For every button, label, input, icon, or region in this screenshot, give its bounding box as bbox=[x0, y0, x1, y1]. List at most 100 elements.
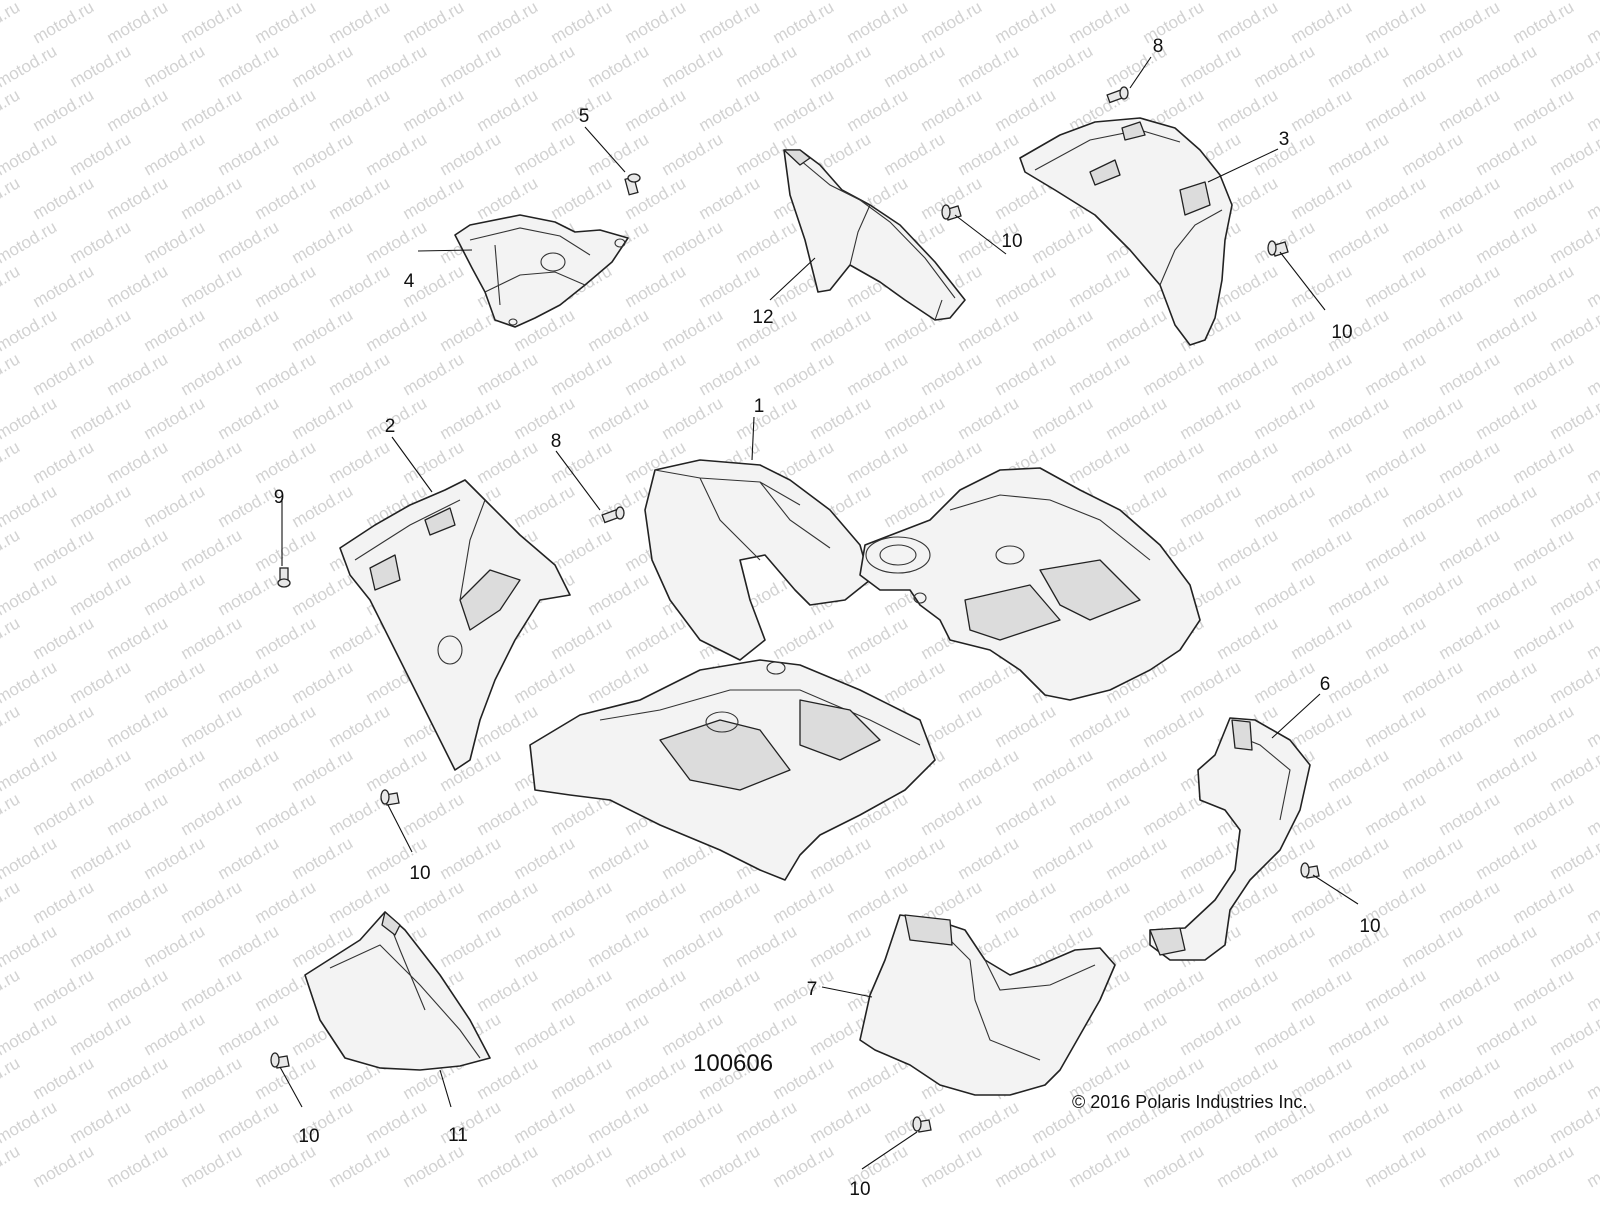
watermark-text: motod.ru bbox=[1325, 833, 1393, 883]
watermark-text: motod.ru bbox=[1029, 745, 1097, 795]
watermark-text: motod.ru bbox=[807, 833, 875, 883]
watermark-text: motod.ru bbox=[363, 745, 431, 795]
watermark-text: motod.ru bbox=[881, 657, 949, 707]
watermark-text: motod.ru bbox=[807, 305, 875, 355]
watermark-text: motod.ru bbox=[1436, 965, 1504, 1015]
watermark-text: motod.ru bbox=[955, 833, 1023, 883]
watermark-text: motod.ru bbox=[585, 393, 653, 443]
watermark-text: motod.ru bbox=[30, 525, 98, 575]
watermark-text: motod.ru bbox=[67, 657, 135, 707]
watermark-text: motod.ru bbox=[178, 261, 246, 311]
watermark-text: motod.ru bbox=[992, 261, 1060, 311]
watermark-text: motod.ru bbox=[585, 129, 653, 179]
watermark-text: motod.ru bbox=[289, 657, 357, 707]
watermark-text: motod.ru bbox=[30, 789, 98, 839]
watermark-text: motod.ru bbox=[1251, 1009, 1319, 1059]
watermark-text: motod.ru bbox=[1473, 481, 1541, 531]
watermark-text: motod.ru bbox=[1251, 921, 1319, 971]
watermark-text: motod.ru bbox=[1547, 305, 1600, 355]
watermark-text: motod.ru bbox=[67, 1009, 135, 1059]
watermark-text: motod.ru bbox=[1473, 305, 1541, 355]
watermark-text: motod.ru bbox=[252, 613, 320, 663]
watermark-text: motod.ru bbox=[0, 261, 23, 311]
watermark-text: motod.ru bbox=[1547, 921, 1600, 971]
watermark-text: motod.ru bbox=[844, 349, 912, 399]
callout-5: 5 bbox=[579, 106, 590, 127]
watermark-text: motod.ru bbox=[955, 745, 1023, 795]
watermark-text: motod.ru bbox=[1436, 349, 1504, 399]
watermark-text: motod.ru bbox=[289, 129, 357, 179]
watermark-text: motod.ru bbox=[215, 481, 283, 531]
watermark-text: motod.ru bbox=[1066, 877, 1134, 927]
watermark-text: motod.ru bbox=[400, 349, 468, 399]
watermark-text: motod.ru bbox=[659, 129, 727, 179]
watermark-text: motod.ru bbox=[955, 41, 1023, 91]
watermark-text: motod.ru bbox=[67, 745, 135, 795]
watermark-text: motod.ru bbox=[1436, 261, 1504, 311]
watermark-text: motod.ru bbox=[1362, 349, 1430, 399]
watermark-text: motod.ru bbox=[770, 0, 838, 47]
watermark-text: motod.ru bbox=[1362, 437, 1430, 487]
watermark-text: motod.ru bbox=[252, 877, 320, 927]
watermark-text: motod.ru bbox=[1288, 85, 1356, 135]
watermark-text: motod.ru bbox=[30, 613, 98, 663]
watermark-text: motod.ru bbox=[585, 1009, 653, 1059]
part-4-housing bbox=[455, 215, 628, 327]
callout-12: 12 bbox=[752, 307, 773, 328]
watermark-text: motod.ru bbox=[1547, 833, 1600, 883]
watermark-text: motod.ru bbox=[622, 261, 690, 311]
watermark-text: motod.ru bbox=[474, 1053, 542, 1103]
watermark-text: motod.ru bbox=[215, 745, 283, 795]
watermark-text: motod.ru bbox=[511, 129, 579, 179]
watermark-text: motod.ru bbox=[548, 525, 616, 575]
watermark-text: motod.ru bbox=[548, 173, 616, 223]
watermark-text: motod.ru bbox=[1066, 437, 1134, 487]
watermark-text: motod.ru bbox=[1288, 349, 1356, 399]
watermark-text: motod.ru bbox=[1325, 569, 1393, 619]
watermark-text: motod.ru bbox=[104, 173, 172, 223]
watermark-text: motod.ru bbox=[1103, 1009, 1171, 1059]
watermark-text: motod.ru bbox=[511, 41, 579, 91]
watermark-text: motod.ru bbox=[918, 0, 986, 47]
watermark-text: motod.ru bbox=[1214, 85, 1282, 135]
watermark-text: motod.ru bbox=[1214, 349, 1282, 399]
watermark-text: motod.ru bbox=[1399, 1009, 1467, 1059]
watermark-text: motod.ru bbox=[1288, 1141, 1356, 1191]
watermark-text: motod.ru bbox=[400, 85, 468, 135]
watermark-text: motod.ru bbox=[400, 1141, 468, 1191]
watermark-text: motod.ru bbox=[178, 789, 246, 839]
watermark-text: motod.ru bbox=[1399, 41, 1467, 91]
watermark-text: motod.ru bbox=[104, 1141, 172, 1191]
watermark-text: motod.ru bbox=[585, 1097, 653, 1147]
watermark-text: motod.ru bbox=[1288, 877, 1356, 927]
watermark-text: motod.ru bbox=[696, 965, 764, 1015]
watermark-text: motod.ru bbox=[548, 877, 616, 927]
watermark-text: motod.ru bbox=[1473, 921, 1541, 971]
watermark-text: motod.ru bbox=[1473, 745, 1541, 795]
watermark-text: motod.ru bbox=[289, 569, 357, 619]
watermark-text: motod.ru bbox=[844, 613, 912, 663]
watermark-text: motod.ru bbox=[1584, 173, 1600, 223]
watermark-text: motod.ru bbox=[696, 173, 764, 223]
watermark-text: motod.ru bbox=[696, 877, 764, 927]
watermark-text: motod.ru bbox=[178, 701, 246, 751]
watermark-text: motod.ru bbox=[733, 921, 801, 971]
watermark-text: motod.ru bbox=[1436, 1053, 1504, 1103]
watermark-text: motod.ru bbox=[1473, 41, 1541, 91]
watermark-text: motod.ru bbox=[622, 349, 690, 399]
watermark-text: motod.ru bbox=[1547, 657, 1600, 707]
watermark-text: motod.ru bbox=[659, 393, 727, 443]
watermark-text: motod.ru bbox=[326, 349, 394, 399]
watermark-text: motod.ru bbox=[178, 437, 246, 487]
watermark-text: motod.ru bbox=[1584, 0, 1600, 47]
watermark-text: motod.ru bbox=[733, 41, 801, 91]
watermark-text: motod.ru bbox=[622, 0, 690, 47]
watermark-text: motod.ru bbox=[178, 173, 246, 223]
watermark-text: motod.ru bbox=[474, 877, 542, 927]
watermark-text: motod.ru bbox=[178, 349, 246, 399]
callout-10-a: 10 bbox=[1001, 231, 1022, 252]
watermark-text: motod.ru bbox=[215, 921, 283, 971]
watermark-text: motod.ru bbox=[1066, 261, 1134, 311]
watermark-text: motod.ru bbox=[30, 261, 98, 311]
watermark-text: motod.ru bbox=[1436, 789, 1504, 839]
